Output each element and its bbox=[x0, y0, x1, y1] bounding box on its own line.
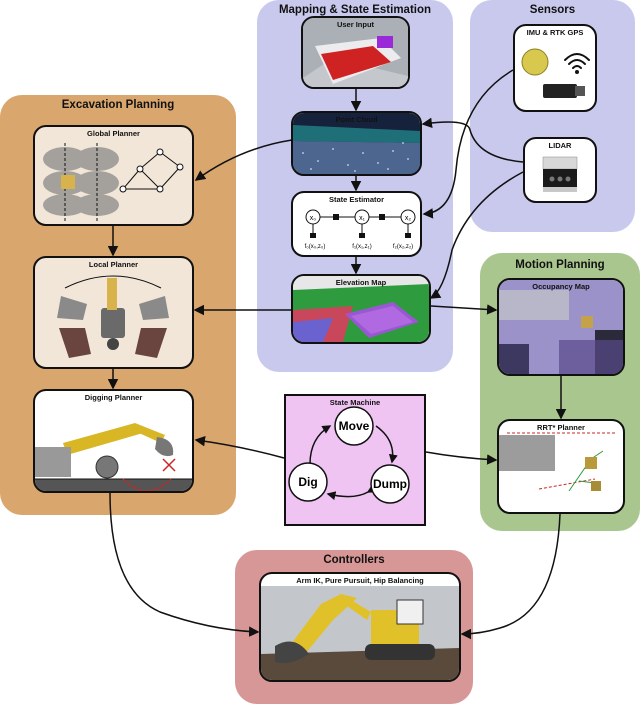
controllers-subtitle: Arm IK, Pure Pursuit, Hip Balancing bbox=[296, 576, 424, 585]
lidar-title: LIDAR bbox=[548, 141, 572, 150]
imu-gps-image bbox=[521, 48, 590, 98]
elevation-map-title: Elevation Map bbox=[335, 278, 387, 287]
global-planner-diagram bbox=[43, 143, 184, 221]
motion-group-title: Motion Planning bbox=[515, 259, 605, 271]
point-cloud-card: Point Cloud bbox=[291, 111, 422, 176]
global-planner-card: Global Planner bbox=[33, 125, 194, 226]
global-planner-title: Global Planner bbox=[87, 129, 140, 138]
estimator-node-x1: x₁ bbox=[359, 215, 366, 222]
sensors-group-title: Sensors bbox=[529, 4, 576, 16]
estimator-factor-f2: f₂(x₂,z₂) bbox=[393, 244, 413, 250]
state-dig-node bbox=[288, 462, 328, 502]
factor-graph: x₀ x₁ x₂ f₀(x₀,z₀) f₁(x₁,z₁) f₂(x₂,z₂) bbox=[305, 209, 416, 250]
controllers-group-title: Controllers bbox=[323, 554, 385, 566]
state-dump-label: Dump bbox=[373, 477, 407, 491]
digging-planner-diagram bbox=[35, 423, 192, 491]
state-machine-diagram: Move Dig Dump bbox=[288, 406, 410, 504]
state-move-label: Move bbox=[339, 419, 370, 433]
elevation-map-image bbox=[293, 276, 429, 342]
excavation-group-title: Excavation Planning bbox=[61, 99, 175, 111]
user-input-image bbox=[303, 18, 408, 87]
rrt-planner-image bbox=[499, 432, 615, 492]
imu-gps-title: IMU & RTK GPS bbox=[526, 28, 584, 37]
imu-gps-card: IMU & RTK GPS bbox=[513, 24, 597, 112]
estimator-node-x2: x₂ bbox=[405, 215, 412, 222]
point-cloud-image bbox=[293, 113, 420, 174]
estimator-node-x0: x₀ bbox=[310, 215, 317, 222]
state-dump-node bbox=[370, 464, 410, 504]
point-cloud-title: Point Cloud bbox=[335, 115, 378, 124]
state-move-node bbox=[334, 406, 374, 446]
digging-planner-title: Digging Planner bbox=[84, 393, 143, 402]
digging-planner-card: Digging Planner bbox=[33, 389, 194, 493]
state-estimator-card: State Estimator x₀ x₁ x₂ f₀(x₀,z₀) f₁(x₁… bbox=[291, 191, 422, 257]
local-planner-diagram bbox=[57, 275, 169, 358]
estimator-factor-f1: f₁(x₁,z₁) bbox=[352, 244, 371, 250]
rrt-planner-card: RRT* Planner bbox=[497, 419, 625, 514]
local-planner-title: Local Planner bbox=[88, 260, 139, 269]
user-input-card: User Input bbox=[301, 16, 410, 89]
state-machine-card: State Machine Move Dig Dump bbox=[284, 394, 426, 526]
state-dig-label: Dig bbox=[298, 475, 317, 489]
occupancy-map-image bbox=[499, 280, 623, 374]
lidar-image bbox=[542, 156, 578, 192]
excavator-image bbox=[261, 586, 459, 680]
mapping-group-title: Mapping & State Estimation bbox=[278, 4, 432, 16]
lidar-card: LIDAR bbox=[523, 137, 597, 203]
controllers-card: Arm IK, Pure Pursuit, Hip Balancing bbox=[259, 572, 461, 682]
occupancy-map-card: Occupancy Map bbox=[497, 278, 625, 376]
rrt-planner-title: RRT* Planner bbox=[537, 423, 585, 432]
wifi-icon bbox=[564, 53, 590, 69]
user-input-title: User Input bbox=[336, 20, 375, 29]
occupancy-map-title: Occupancy Map bbox=[532, 282, 590, 291]
estimator-factor-f0: f₀(x₀,z₀) bbox=[305, 244, 326, 250]
state-machine-title: State Machine bbox=[329, 398, 381, 407]
elevation-map-card: Elevation Map bbox=[291, 274, 431, 344]
local-planner-card: Local Planner bbox=[33, 256, 194, 369]
state-estimator-title: State Estimator bbox=[328, 195, 385, 204]
